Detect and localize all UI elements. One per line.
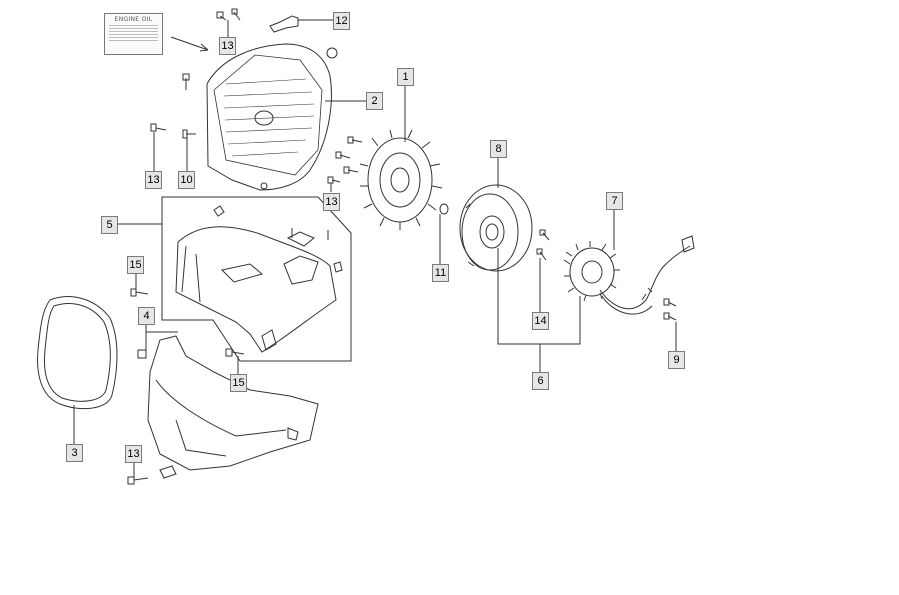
washer-part [439, 203, 449, 215]
callout-9: 9 [668, 351, 685, 369]
rotor-part [459, 184, 533, 272]
callout-13-left: 13 [145, 171, 162, 189]
engine-oil-label: ENGINE OIL [104, 13, 163, 55]
callout-6: 6 [532, 372, 549, 390]
screw-14-b [536, 248, 547, 261]
label-line [109, 34, 158, 35]
callout-12: 12 [333, 12, 350, 30]
bolt-top-b [231, 8, 241, 21]
bolt-10-b [182, 129, 196, 139]
callout-13-top: 13 [219, 37, 236, 55]
callout-13-bottom: 13 [125, 445, 142, 463]
callout-1: 1 [397, 68, 414, 86]
leader-line-5-bracket [118, 196, 352, 362]
label-line [109, 40, 158, 41]
bracket-part [269, 15, 299, 33]
engine-oil-label-title: ENGINE OIL [114, 16, 153, 23]
nut-4 [137, 349, 147, 359]
callout-14: 14 [532, 312, 549, 330]
leader-line-4-bracket [145, 324, 178, 352]
stator-part [563, 235, 695, 315]
screw-14-a [539, 229, 550, 241]
bolt-9-b [663, 312, 677, 321]
bolt-15-a [130, 288, 149, 297]
bolt-15-b [225, 348, 245, 357]
inner-shroud-part [175, 205, 337, 353]
callout-15-upper: 15 [127, 256, 144, 274]
bolt-fan-b [335, 151, 351, 159]
callout-10: 10 [178, 171, 195, 189]
callout-8: 8 [490, 140, 507, 158]
bolt-top-a [216, 11, 227, 21]
bolt-fan-c [343, 166, 359, 174]
arrowhead [199, 43, 209, 52]
bolt-13-lower [127, 476, 149, 485]
callout-4: 4 [138, 307, 155, 325]
label-line [109, 25, 158, 26]
bolt-13-left [150, 123, 167, 132]
clip-inner [333, 261, 343, 273]
callout-5: 5 [101, 216, 118, 234]
lower-shroud-part [147, 335, 319, 479]
label-line [109, 37, 158, 38]
callout-3: 3 [66, 444, 83, 462]
label-line [109, 31, 158, 32]
callout-11: 11 [432, 264, 449, 282]
leader-line-6-bracket [497, 248, 581, 372]
bolt-fan-a [347, 136, 363, 144]
label-line [109, 28, 158, 29]
leader-arrow-engine-oil [170, 36, 209, 51]
seal-part [37, 296, 118, 410]
bolt-9-a [663, 298, 677, 307]
bolt-fan-d [327, 176, 341, 184]
callout-15-lower: 15 [230, 374, 247, 392]
bolt-10-a [182, 73, 190, 90]
callout-2: 2 [366, 92, 383, 110]
cooling-fan-part [359, 129, 443, 230]
fan-cover-part [206, 43, 338, 191]
callout-13-fan: 13 [323, 193, 340, 211]
callout-7: 7 [606, 192, 623, 210]
